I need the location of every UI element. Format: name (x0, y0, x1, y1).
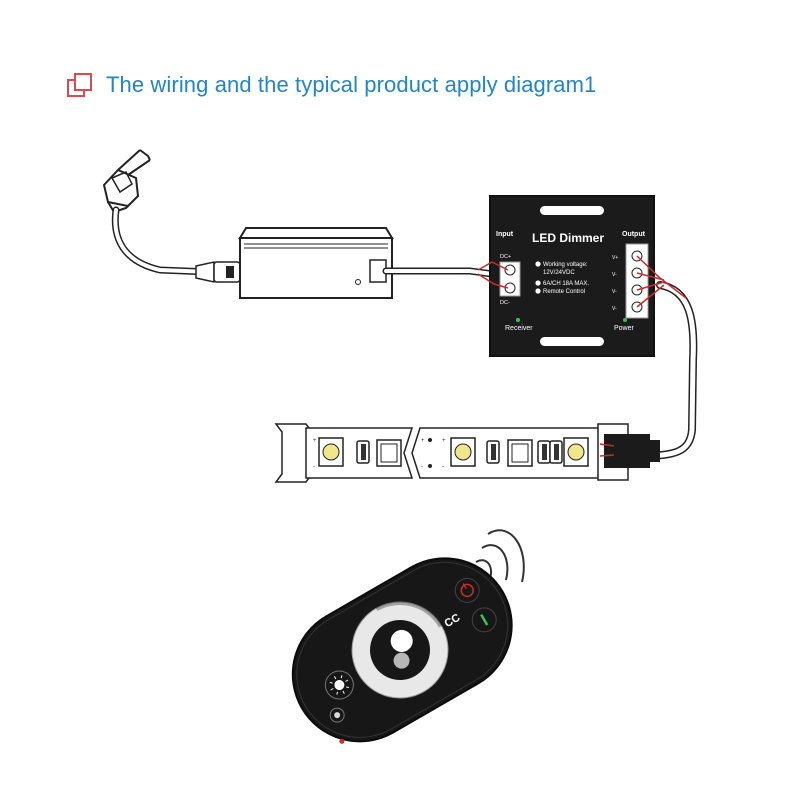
copy-icon (67, 73, 92, 97)
dimmer-title: LED Dimmer (532, 231, 604, 245)
led-strip: + - + - + - (274, 423, 660, 483)
led-dimmer: Input Output LED Dimmer DC+ DC- Working … (489, 195, 655, 357)
power-adapter (195, 227, 394, 299)
power-label: Power (614, 325, 635, 332)
dim-button[interactable] (328, 706, 347, 725)
input-pos-label: DC+ (500, 254, 511, 260)
output-pin-4: V- (612, 306, 617, 312)
page-title: The wiring and the typical product apply… (106, 72, 597, 97)
indicator-led (339, 738, 345, 744)
output-label: Output (622, 231, 646, 238)
brightness-button[interactable] (320, 666, 358, 704)
power-plug (102, 149, 151, 214)
receiver-label: Receiver (505, 325, 533, 332)
spec-line-2: 12V/24VDC (543, 270, 575, 276)
input-wires (477, 261, 509, 289)
input-neg-label: DC- (500, 300, 510, 306)
strip-plus-label-3: + (442, 438, 446, 444)
input-label: Input (496, 231, 514, 238)
strip-plus-label-2: + (421, 438, 425, 444)
strip-minus-label-1: - (313, 464, 315, 470)
spec-line-3: 6A/CH 18A MAX. (543, 281, 589, 287)
output-pin-1: V+ (612, 255, 618, 261)
on-button[interactable] (468, 603, 501, 636)
power-button[interactable] (451, 574, 484, 607)
rf-remote: CC (291, 529, 525, 744)
page-header: The wiring and the typical product apply… (66, 72, 596, 98)
strip-minus-label-2: - (421, 464, 423, 470)
output-pin-3: V- (612, 289, 617, 295)
spec-line-4: Remote Control (543, 289, 585, 295)
strip-plus-label-1: + (313, 438, 317, 444)
ac-cord (111, 206, 214, 276)
output-pin-2: V- (612, 272, 617, 278)
output-wires (636, 255, 687, 308)
strip-minus-label-3: - (442, 464, 444, 470)
spec-line-1: Working voltage: (543, 262, 588, 268)
